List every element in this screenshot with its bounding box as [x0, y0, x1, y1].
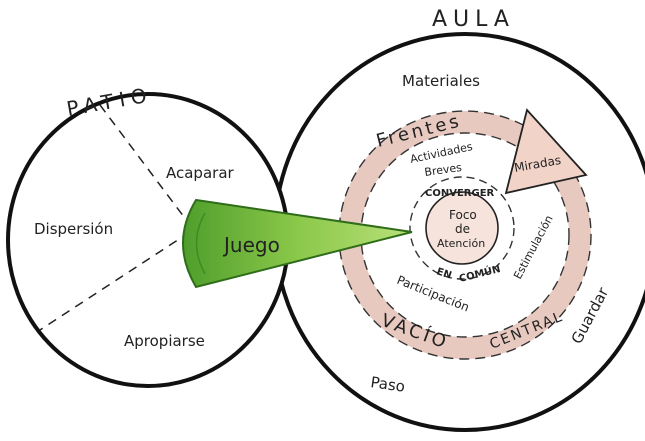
foco-line-1: Foco	[449, 208, 477, 222]
zone-acaparar: Acaparar	[166, 164, 235, 182]
aula-title: AULA	[432, 7, 515, 32]
foco-line-2: de	[455, 222, 470, 236]
estimulacion-label: Estimulación	[511, 213, 556, 281]
converger-label: CONVERGER	[425, 188, 495, 199]
zone-dispersion: Dispersión	[34, 220, 113, 238]
materiales-label: Materiales	[402, 72, 480, 90]
juego-wedge	[183, 200, 412, 287]
paso-label: Paso	[369, 373, 406, 396]
foco-line-3: Atención	[437, 237, 485, 250]
central-label: CENTRAL	[488, 309, 566, 353]
breves-label: Breves	[424, 161, 463, 179]
juego-label: Juego	[222, 233, 280, 257]
comun-label: COMÚN	[458, 262, 502, 285]
en-label: EN	[435, 266, 453, 281]
zone-apropiarse: Apropiarse	[124, 332, 205, 350]
